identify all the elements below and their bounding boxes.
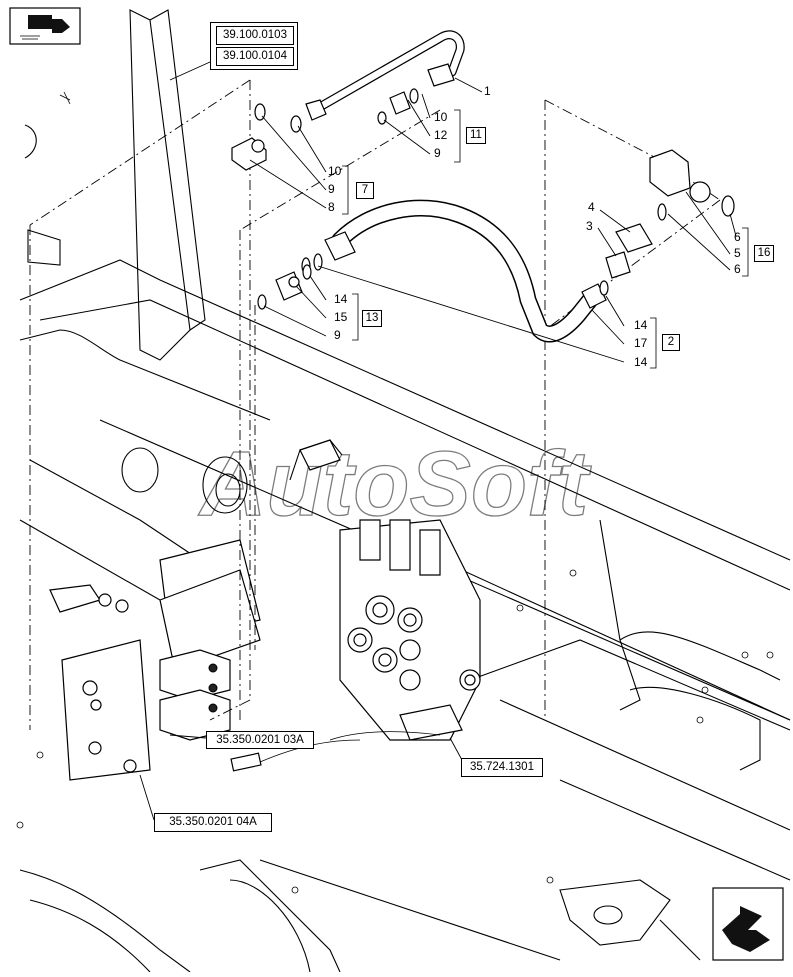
- callout-14-right: 14: [634, 318, 648, 332]
- ref-label-35-350-0201-03a[interactable]: 35.350.0201 03A: [206, 731, 314, 749]
- callout-14-left: 14: [334, 292, 348, 306]
- callout-1: 1: [484, 84, 491, 98]
- lower-left-fittings: [257, 264, 312, 310]
- callout-9-upper: 9: [434, 146, 441, 160]
- hose-part-17: [301, 199, 609, 343]
- callout-12: 12: [434, 128, 448, 142]
- callout-9-left: 9: [328, 182, 335, 196]
- callout-box-11[interactable]: 11: [466, 127, 486, 144]
- right-fittings: [605, 149, 735, 279]
- callout-17: 17: [634, 336, 648, 350]
- callout-5: 5: [734, 246, 741, 260]
- callout-10-upper: 10: [434, 110, 448, 124]
- callout-6-lower: 6: [734, 262, 741, 276]
- callout-6-upper: 6: [734, 230, 741, 244]
- callout-3: 3: [586, 219, 593, 233]
- leader-lines: [139, 61, 737, 821]
- upper-fittings: [231, 88, 419, 171]
- ref-label-39-100-0103[interactable]: 39.100.0103: [216, 26, 294, 45]
- callout-box-2[interactable]: 2: [662, 334, 680, 351]
- callout-8: 8: [328, 200, 335, 214]
- nav-prev-icon[interactable]: [9, 7, 81, 45]
- callout-box-16[interactable]: 16: [754, 245, 774, 262]
- callout-10-left: 10: [328, 164, 342, 178]
- nav-next-icon[interactable]: [712, 887, 784, 961]
- ref-label-35-724-1301[interactable]: 35.724.1301: [461, 758, 543, 777]
- callout-15: 15: [334, 310, 348, 324]
- callout-14-bottom: 14: [634, 355, 648, 369]
- ref-label-35-350-0201-04a[interactable]: 35.350.0201 04A: [154, 813, 272, 832]
- callout-box-7[interactable]: 7: [356, 182, 374, 199]
- left-bracket-assembly: [49, 539, 261, 781]
- watermark-text: AutoSoft: [198, 433, 592, 535]
- callout-4: 4: [588, 200, 595, 214]
- group-braces: [342, 109, 749, 369]
- control-valve-assembly: [230, 439, 481, 772]
- callout-9-lower: 9: [334, 328, 341, 342]
- top-ref-box[interactable]: 39.100.0103 39.100.0104: [210, 22, 298, 70]
- rigid-tube-part-1: [305, 30, 465, 121]
- ref-label-39-100-0104[interactable]: 39.100.0104: [216, 47, 294, 66]
- callout-box-13[interactable]: 13: [362, 310, 382, 327]
